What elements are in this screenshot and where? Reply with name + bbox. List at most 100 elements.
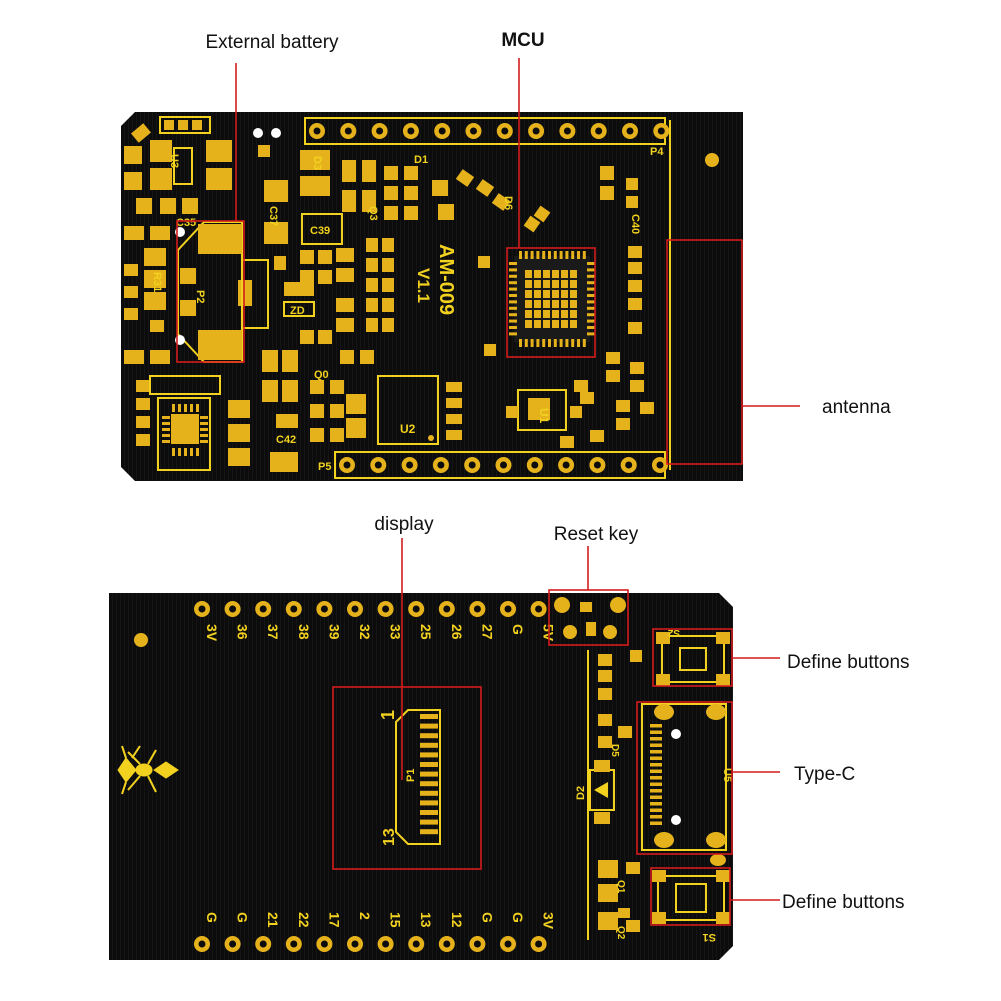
mcu-callout-box — [506, 247, 596, 358]
s2-label: S2 — [667, 627, 680, 638]
top-pin — [408, 601, 425, 617]
type-c-label: Type-C — [794, 764, 855, 785]
bottom-pin-label: 12 — [449, 912, 465, 928]
header-p4-pin — [371, 123, 388, 139]
bottom-right-components: D2 D5 Q1 Q2 — [575, 650, 642, 940]
top-pin — [316, 601, 333, 617]
header-p5-pin — [464, 457, 481, 473]
d5-label: D5 — [609, 744, 620, 757]
top-silkscreen-text: AM-009 V1.1 U2 U1 P2 R31 C35 C37 C39 C42… — [151, 154, 641, 446]
top-pin — [438, 601, 455, 617]
top-pin-label: 3V — [204, 624, 220, 642]
bottom-pin-label: G — [510, 912, 526, 923]
top-pin-label: 25 — [418, 624, 434, 640]
top-pin — [500, 601, 516, 617]
d1-label: D1 — [414, 154, 428, 166]
bottom-pin-label: 22 — [296, 912, 312, 928]
c37-label: C37 — [267, 206, 279, 226]
bottom-pin — [530, 936, 547, 952]
c42-label: C42 — [276, 434, 296, 446]
right-passives — [506, 166, 654, 448]
header-p5-pin — [495, 457, 512, 473]
bottom-pin — [500, 936, 516, 952]
top-pin — [224, 601, 241, 617]
header-p4-pin — [340, 123, 357, 139]
header-p5-pin — [432, 457, 449, 473]
header-p5-pin — [401, 457, 418, 473]
bottom-pin-label: 2 — [357, 912, 373, 920]
header-p4-pin — [309, 123, 325, 139]
d6-label: D6 — [502, 196, 514, 210]
fpc-pin1-label: 1 — [378, 710, 398, 720]
c40-label: C40 — [629, 214, 641, 234]
c39-label: C39 — [310, 225, 330, 237]
q2-label: Q2 — [615, 926, 626, 940]
header-p4-pin — [559, 123, 576, 139]
u3-label: U3 — [168, 154, 180, 168]
q1-label: Q1 — [615, 880, 626, 894]
bottom-pin-label: 15 — [388, 912, 404, 928]
header-p4-label: P4 — [650, 146, 664, 158]
header-p5-pin — [652, 457, 668, 473]
header-p4-pin — [402, 123, 419, 139]
top-pin — [255, 601, 272, 617]
header-p4-pin — [465, 123, 482, 139]
type-c-callout-box — [636, 701, 733, 855]
bottom-pin — [438, 936, 455, 952]
header-p5-pin — [370, 457, 387, 473]
passive-cluster — [300, 150, 551, 442]
header-p5-pin — [339, 457, 355, 473]
header-p5-pin — [620, 457, 637, 473]
top-pin-label: 38 — [296, 624, 312, 640]
top-pin-label: 37 — [265, 624, 281, 640]
qfn-chip — [136, 375, 250, 471]
version-label: V1.1 — [414, 268, 433, 303]
bottom-callouts: display Reset key Define buttons Type-C … — [332, 514, 910, 926]
define-buttons-1-label: Define buttons — [787, 652, 910, 673]
header-p5 — [334, 451, 668, 479]
bottom-pin-label: G — [235, 912, 251, 923]
bottom-pin — [469, 936, 486, 952]
header-p4-pin — [434, 123, 451, 139]
define-buttons-2-callout-box — [650, 867, 731, 926]
header-p4-pin — [496, 123, 513, 139]
top-pin — [377, 601, 394, 617]
bottom-pin — [224, 936, 241, 952]
header-p4-pin — [653, 123, 670, 139]
c35-label: C35 — [176, 217, 196, 229]
display-callout-box — [332, 686, 482, 870]
top-pin-label: 36 — [235, 624, 251, 640]
bottom-pin-label: 21 — [265, 912, 281, 928]
header-p5-pin — [589, 457, 606, 473]
mount-hole-bottom — [134, 633, 148, 647]
r31-label: R31 — [151, 272, 163, 292]
external-battery-label: External battery — [205, 32, 339, 53]
bottom-pin — [347, 936, 363, 952]
mount-hole — [705, 153, 719, 167]
top-board: P4 P5 — [121, 112, 743, 481]
model-label: AM-009 — [435, 244, 457, 315]
left-components — [124, 116, 315, 472]
bottom-pin — [285, 936, 302, 952]
top-pin — [347, 601, 363, 617]
top-pin — [194, 601, 210, 617]
mcu-chip — [478, 251, 595, 356]
header-p4-pin — [590, 123, 607, 139]
s1-label: S1 — [703, 931, 716, 943]
antenna-label: antenna — [822, 397, 891, 418]
fpc-connector: 1 13 P1 — [378, 709, 441, 846]
zd-label: ZD — [290, 305, 305, 317]
bottom-pin-label: G — [204, 912, 220, 923]
reset-key — [554, 597, 626, 639]
u1-label: U1 — [537, 408, 551, 424]
u5-label: U5 — [721, 768, 733, 782]
bottom-pin-label: 17 — [326, 912, 342, 928]
header-p5-pin — [558, 457, 575, 473]
d3-label: D3 — [311, 156, 323, 170]
top-pin-label: 27 — [479, 624, 495, 640]
top-pin-label: 39 — [326, 624, 342, 640]
header-p5-label: P5 — [318, 461, 331, 473]
top-pin-label: G — [510, 624, 526, 635]
